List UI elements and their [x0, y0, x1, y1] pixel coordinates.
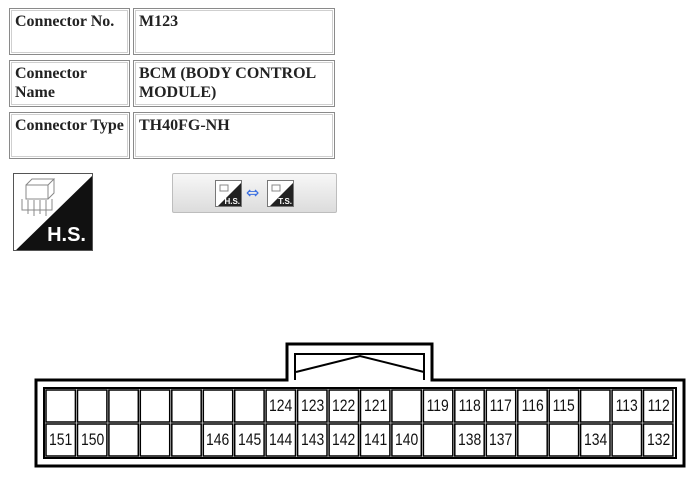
pin-146-label: 146 [206, 430, 230, 449]
pin-cell [296, 423, 328, 457]
pin-118-label: 118 [458, 396, 481, 415]
pin-cell [642, 389, 674, 423]
pin-112-label: 112 [647, 396, 670, 415]
pin-cell [391, 423, 423, 457]
pin-cell [328, 389, 360, 423]
pin-cell [391, 389, 423, 423]
pin-cell [233, 423, 265, 457]
pin-cell [548, 423, 580, 457]
pin-145-label: 145 [237, 430, 262, 449]
pin-cell [422, 423, 454, 457]
pin-119-label: 119 [426, 396, 450, 415]
pin-cell [76, 389, 108, 423]
connector-no-label: Connector No. [9, 8, 130, 55]
connector-name-value: BCM (BODY CONTROL MODULE) [133, 60, 335, 107]
pin-117-label: 117 [489, 396, 513, 415]
pin-115-label: 115 [552, 396, 575, 415]
pin-cell [45, 389, 77, 423]
double-arrow-icon: ⇔ [246, 183, 260, 202]
connector-no-value: M123 [133, 8, 335, 55]
pin-124-label: 124 [269, 396, 293, 415]
pin-cell [171, 423, 202, 457]
pin-cell [76, 423, 108, 457]
harness-side-icon: H.S. [13, 173, 93, 251]
pin-132-label: 132 [646, 430, 670, 449]
pin-113-label: 113 [615, 396, 638, 415]
pin-140-label: 140 [394, 430, 419, 449]
pin-cell [139, 423, 171, 457]
pin-cell [233, 389, 265, 423]
pin-cell [108, 389, 140, 423]
pin-cell [265, 389, 297, 423]
pin-cell [517, 423, 548, 457]
pin-grid [45, 389, 674, 457]
pin-122-label: 122 [332, 396, 356, 415]
ts-mini-label: T.S. [278, 197, 292, 206]
connector-type-label: Connector Type [9, 112, 130, 159]
pin-cell [485, 423, 517, 457]
pin-144-label: 144 [269, 430, 293, 449]
pin-cell [328, 423, 360, 457]
pin-cell [422, 389, 454, 423]
pin-cell [202, 423, 234, 457]
pin-cell [171, 389, 202, 423]
pin-cell [454, 389, 485, 423]
pin-143-label: 143 [300, 430, 324, 449]
pin-cell [517, 389, 548, 423]
pin-137-label: 137 [489, 430, 513, 449]
pin-cell [611, 389, 643, 423]
pin-cell [202, 389, 234, 423]
pin-cell [108, 423, 140, 457]
pin-123-label: 123 [300, 396, 324, 415]
connector-name-label: Connector Name [9, 60, 130, 107]
pin-151-label: 151 [49, 430, 73, 449]
pin-116-label: 116 [521, 396, 544, 415]
pin-cell [359, 389, 391, 423]
pin-134-label: 134 [583, 430, 607, 449]
pin-142-label: 142 [332, 430, 356, 449]
pin-cell [45, 423, 77, 457]
hs-mini-icon: H.S. [215, 180, 242, 207]
pin-cell [642, 423, 674, 457]
pin-cell [611, 423, 643, 457]
pin-cell [265, 423, 297, 457]
pin-141-label: 141 [363, 430, 387, 449]
pin-cell [579, 423, 611, 457]
pin-cell [485, 389, 517, 423]
connector-sketch-icon [16, 175, 92, 250]
pin-150-label: 150 [80, 430, 104, 449]
hs-label: H.S. [47, 224, 86, 246]
connector-type-value: TH40FG-NH [133, 112, 335, 159]
pin-121-label: 121 [363, 396, 387, 415]
hs-mini-label: H.S. [224, 197, 240, 206]
ts-mini-icon: T.S. [267, 180, 294, 207]
pin-cell [548, 389, 580, 423]
pin-cell [454, 423, 485, 457]
pin-cell [296, 389, 328, 423]
hs-ts-toggle-button[interactable]: H.S. ⇔ T.S. [172, 173, 337, 213]
pin-cell [359, 423, 391, 457]
pin-138-label: 138 [457, 430, 482, 449]
pin-cell [139, 389, 171, 423]
pin-cell [579, 389, 611, 423]
